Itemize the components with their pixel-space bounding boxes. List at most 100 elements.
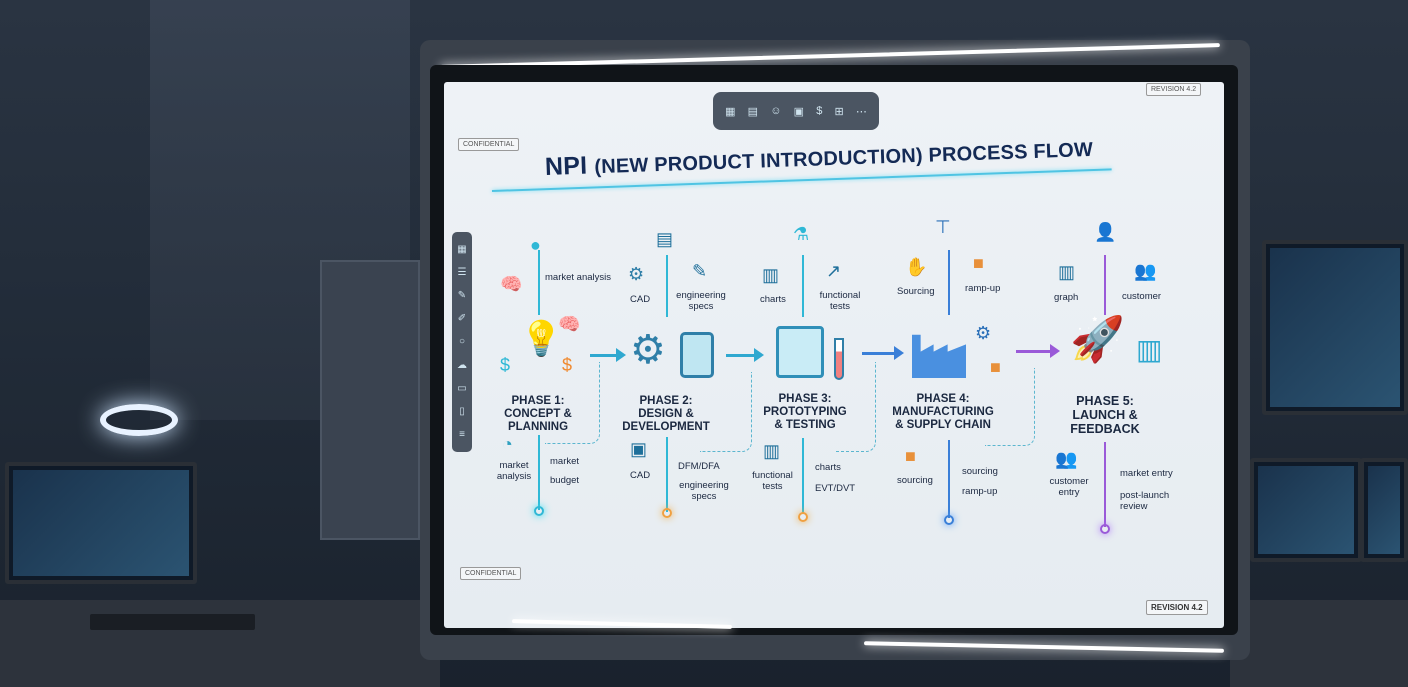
document-chart-icon: ▤	[656, 229, 674, 249]
gear-wrench-icon: ⚙	[630, 328, 666, 372]
arrow-2-3	[726, 348, 764, 362]
circle-icon[interactable]: ○	[458, 336, 466, 348]
flask-icon: ⚗	[793, 224, 810, 244]
stem	[948, 440, 950, 518]
label: charts	[815, 462, 841, 473]
desk-right	[1230, 600, 1408, 687]
phase-title: PHASE 4: MANUFACTURING & SUPPLY CHAIN	[892, 393, 994, 431]
brain-icon: 🧠	[558, 314, 581, 334]
stem	[802, 255, 804, 317]
stem	[538, 435, 540, 510]
handshake-icon: ✋	[905, 257, 928, 277]
lines-icon[interactable]: ≡	[459, 428, 465, 440]
calendar-icon[interactable]: ▭	[457, 382, 467, 394]
face-icon[interactable]: ☺	[770, 105, 782, 117]
trend-chart-icon: ↗	[826, 261, 842, 281]
label: graph	[1054, 292, 1079, 303]
label: customer	[1122, 291, 1162, 302]
gears-icon: ⚙	[628, 264, 645, 284]
label: EVT/DVT	[815, 483, 856, 494]
more-icon[interactable]: ⋯	[855, 105, 867, 118]
users-icon: 👥	[1134, 261, 1157, 281]
phase-title: PHASE 2: DESIGN & DEVELOPMENT	[622, 395, 710, 433]
label: customer entry	[1049, 476, 1089, 498]
dollar-icon[interactable]: $	[816, 105, 823, 117]
pen-icon[interactable]: ✎	[457, 290, 467, 302]
tool-sidebar: ▦ ☰ ✎ ✐ ○ ☁ ▭ ▯ ≡	[452, 232, 472, 452]
document-icon[interactable]: ▯	[459, 405, 465, 417]
test-tube-icon	[834, 338, 844, 380]
label: ramp-up	[962, 486, 998, 497]
arrow-3-4	[862, 346, 904, 360]
label: market entry	[1120, 468, 1173, 479]
users-icon: 👥	[1055, 449, 1078, 469]
stem	[1104, 442, 1106, 527]
floating-toolbar: ▦ ▤ ☺ ▣ $ ⊞ ⋯	[713, 92, 879, 130]
revision-tag-bottom: REVISION 4.2	[1146, 600, 1208, 615]
pie-chart-icon: ◔	[502, 434, 513, 454]
ring-lamp	[100, 404, 178, 436]
label: market	[550, 456, 580, 467]
menu-icon[interactable]: ☰	[457, 267, 467, 279]
desktop-monitor-far-right	[1360, 458, 1408, 562]
dollar-coin-icon: $	[562, 355, 573, 375]
box-icon: ■	[973, 253, 984, 273]
phase-title: PHASE 5: LAUNCH & FEEDBACK	[1070, 394, 1140, 436]
cloud-icon[interactable]: ☁	[457, 359, 467, 371]
label: DFM/DFA	[678, 461, 720, 472]
stem	[666, 437, 668, 512]
conveyor-gear-icon: ⚙	[975, 323, 992, 343]
label: budget	[550, 475, 580, 486]
brain-icon: 🧠	[500, 274, 523, 294]
stem	[666, 255, 668, 317]
timeline-node	[1100, 524, 1110, 534]
highlighter-icon[interactable]: ✐	[457, 313, 467, 325]
stem	[948, 250, 950, 315]
timeline-node	[944, 515, 954, 525]
label: engineering specs	[676, 290, 726, 312]
arrow-4-5	[1016, 344, 1060, 358]
shelf	[320, 260, 420, 540]
timeline-node	[662, 508, 672, 518]
label: functional tests	[752, 470, 793, 492]
label: CAD	[630, 294, 651, 305]
confidential-tag: CONFIDENTIAL	[458, 138, 520, 151]
tablet-icon	[680, 332, 714, 378]
desktop-monitor-right	[1262, 240, 1408, 415]
label: ramp-up	[965, 283, 1001, 294]
stem	[1104, 255, 1106, 315]
label: CAD	[630, 470, 651, 481]
arrow-1-2	[590, 348, 626, 362]
list-icon[interactable]: ▤	[747, 105, 759, 118]
timeline-node	[798, 512, 808, 522]
label: charts	[760, 294, 786, 305]
desktop-monitor-right-lower	[1250, 458, 1362, 562]
box-icon: ■	[990, 357, 1001, 377]
box-icon[interactable]: ▣	[793, 105, 805, 118]
stem	[802, 438, 804, 514]
growth-chart-icon: ▥	[1058, 262, 1076, 282]
phase-title: PHASE 3: PROTOTYPING & TESTING	[763, 393, 847, 431]
bag-icon[interactable]: ⊞	[834, 105, 844, 118]
lightbulb-icon: 💡	[520, 320, 563, 358]
grid-icon[interactable]: ▦	[457, 244, 467, 256]
revision-tag: REVISION 4.2	[1146, 83, 1202, 96]
bar-chart-icon: ▥	[762, 265, 780, 285]
confidential-tag-bottom: CONFIDENTIAL	[460, 567, 522, 580]
phase-title: PHASE 1: CONCEPT & PLANNING	[504, 395, 572, 433]
location-pin-icon: ●	[530, 235, 541, 255]
stem	[538, 250, 540, 315]
bar-chart-icon: ▥	[1136, 334, 1163, 365]
label: Sourcing	[897, 286, 935, 297]
label: post-launch review	[1120, 490, 1170, 512]
label: sourcing	[962, 466, 998, 477]
desktop-monitor-left	[5, 462, 197, 584]
user-icon: 👤	[1094, 222, 1117, 242]
label: market analysis	[545, 272, 611, 283]
grid-icon[interactable]: ▦	[725, 105, 736, 118]
label: sourcing	[897, 475, 933, 486]
label: engineering specs	[679, 480, 729, 502]
timeline-node	[534, 506, 544, 516]
3d-printer-icon	[776, 326, 824, 378]
org-chart-icon: ⊤	[935, 217, 951, 237]
